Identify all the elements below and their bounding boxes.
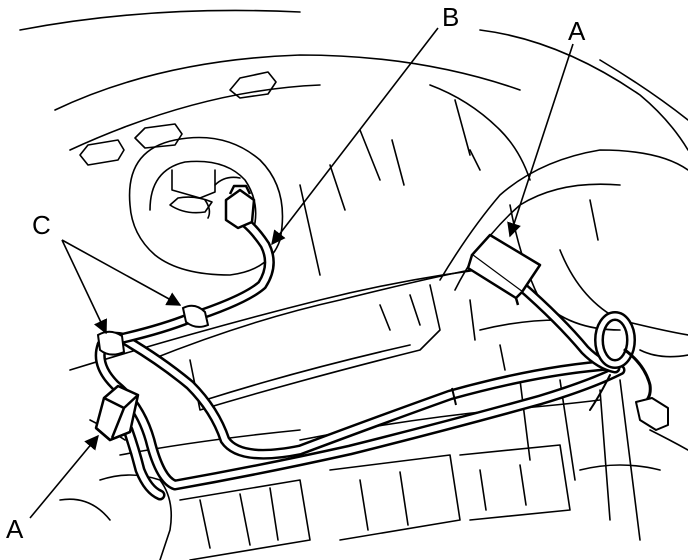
connector-b	[224, 188, 256, 230]
callout-label-a-bottom: A	[6, 514, 24, 544]
callout-label-a-top: A	[568, 16, 586, 46]
harness-clip-lower	[96, 330, 126, 356]
leader-b	[271, 27, 439, 246]
callout-label-c: C	[32, 210, 51, 240]
connectors	[94, 184, 542, 442]
dashboard-structure	[19, 9, 688, 560]
connector-a-top	[470, 233, 542, 294]
harness-clip-upper	[181, 304, 210, 328]
leader-c-upper	[61, 239, 182, 306]
leader-c-lower	[61, 239, 107, 335]
callout-label-b: B	[442, 2, 460, 32]
harness-clips	[96, 304, 457, 406]
main-harness	[94, 216, 626, 501]
leader-lines	[29, 27, 574, 519]
leader-a-top	[507, 43, 574, 238]
right-wire-loop	[589, 311, 669, 431]
leader-a-bottom	[29, 434, 99, 519]
